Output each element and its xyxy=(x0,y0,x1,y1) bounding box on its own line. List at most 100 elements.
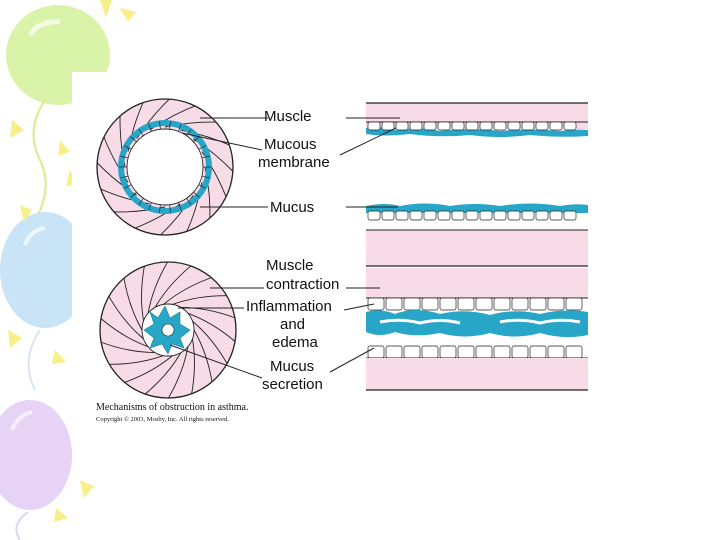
epithelial-cell xyxy=(439,345,457,359)
muscle-band xyxy=(163,275,216,305)
epithelial-cell-border xyxy=(201,155,210,159)
mucous-membrane-left-leader xyxy=(181,132,263,151)
epithelial-cell xyxy=(511,297,529,311)
epithelial-cell-border xyxy=(198,145,206,150)
figure-copyright: Copyright © 2003, Mosby, Inc. All rights… xyxy=(96,416,229,423)
inflammation-right-leader xyxy=(343,303,375,311)
muscle-band xyxy=(122,273,143,331)
normal-airway-longitudinal-section xyxy=(366,102,588,267)
muscle-band xyxy=(147,262,171,314)
epithelial-cell-border xyxy=(186,198,192,206)
epithelial-cell-border xyxy=(148,123,152,132)
epithelial-cell xyxy=(563,210,577,221)
epithelial-cell xyxy=(367,297,385,311)
muscle-band xyxy=(172,295,232,305)
label-inflammation-2: and xyxy=(280,316,305,333)
muscle-band xyxy=(104,355,164,365)
mucous-membrane-right-leader xyxy=(339,127,397,156)
epithelial-cell xyxy=(535,121,549,131)
epithelial-cell-border xyxy=(201,175,210,179)
epithelial-cell xyxy=(565,297,583,311)
epithelial-cell xyxy=(451,121,465,131)
epithelial-cell xyxy=(385,297,403,311)
epithelial-cell xyxy=(547,297,565,311)
label-muscle-contraction-2: contraction xyxy=(266,276,339,293)
blue-balloon xyxy=(0,212,90,391)
epithelial-cell xyxy=(395,121,409,131)
epithelial-cell xyxy=(381,210,395,221)
epithelial-cell-border xyxy=(120,155,129,159)
muscle-band xyxy=(192,320,230,368)
epithelial-cell-border xyxy=(138,198,144,206)
epithelial-cell xyxy=(475,345,493,359)
epithelial-cell xyxy=(475,297,493,311)
epithelial-cell-border xyxy=(130,136,137,143)
epithelial-cell xyxy=(381,121,395,131)
epithelial-cell xyxy=(521,210,535,221)
epithelial-cell xyxy=(529,297,547,311)
epithelial-cell-border xyxy=(130,191,137,198)
muscle-band xyxy=(106,292,144,340)
label-mucus: Mucus xyxy=(270,199,314,216)
muscle-band xyxy=(100,340,156,353)
epithelial-cell-border xyxy=(193,191,200,198)
epithelial-cell xyxy=(437,210,451,221)
epithelial-cell xyxy=(409,121,423,131)
epithelial-cell xyxy=(457,297,475,311)
epithelial-cell-border xyxy=(120,175,129,179)
epithelial-cell xyxy=(403,297,421,311)
leader-lines xyxy=(169,117,400,379)
epithelial-cell xyxy=(451,210,465,221)
epithelial-cell-border xyxy=(124,145,132,150)
epithelial-cell xyxy=(493,121,507,131)
label-mucous-membrane-2: membrane xyxy=(258,154,330,171)
epithelial-cell xyxy=(493,297,511,311)
epithelial-cell xyxy=(479,210,493,221)
muscle-band xyxy=(141,262,146,322)
label-mucous-membrane-1: Mucous xyxy=(264,136,317,153)
mucus-secretion-band xyxy=(366,310,588,338)
asthma-airway-cross-section xyxy=(99,261,237,399)
epithelial-cell xyxy=(437,121,451,131)
muscle-band xyxy=(187,312,236,345)
epithelial-cell-border xyxy=(159,204,161,213)
muscle-band xyxy=(193,329,214,387)
muscle-band xyxy=(100,315,149,348)
epithelial-cell xyxy=(421,297,439,311)
label-inflammation-3: edema xyxy=(272,334,319,351)
epithelial-cell xyxy=(507,121,521,131)
epithelial-cell-border xyxy=(159,121,161,130)
epithelial-cell xyxy=(465,121,479,131)
epithelial-cell xyxy=(421,345,439,359)
epithelial-cell xyxy=(395,210,409,221)
epithelial-cell xyxy=(565,345,583,359)
epithelial-cell xyxy=(507,210,521,221)
epithelial-cell-border xyxy=(169,121,171,130)
mucus-secretion-left-leader xyxy=(169,344,263,379)
muscle-band xyxy=(141,352,182,398)
epithelial-cell xyxy=(403,345,421,359)
epithelial-cell-border xyxy=(138,128,144,136)
mucus-secretion-right-leader xyxy=(329,347,375,373)
label-mucus-secretion-2: secretion xyxy=(262,376,323,393)
epithelial-cell xyxy=(547,345,565,359)
epithelial-cell-border xyxy=(124,184,132,189)
muscle-band xyxy=(154,262,195,308)
epithelial-cell-border xyxy=(178,123,182,132)
label-muscle-contraction-1: Muscle xyxy=(266,257,314,274)
epithelial-cell xyxy=(423,210,437,221)
confetti xyxy=(8,0,136,522)
purple-balloon xyxy=(0,400,72,540)
epithelial-cell xyxy=(439,297,457,311)
label-muscle: Muscle xyxy=(264,108,312,125)
epithelial-cell xyxy=(511,345,529,359)
epithelial-cell xyxy=(535,210,549,221)
epithelial-cell xyxy=(493,345,511,359)
epithelial-cell xyxy=(521,121,535,131)
epithelial-cell xyxy=(563,121,577,131)
epithelial-cell-border xyxy=(198,184,206,189)
epithelial-cell xyxy=(479,121,493,131)
normal-airway-cross-section xyxy=(96,98,234,236)
